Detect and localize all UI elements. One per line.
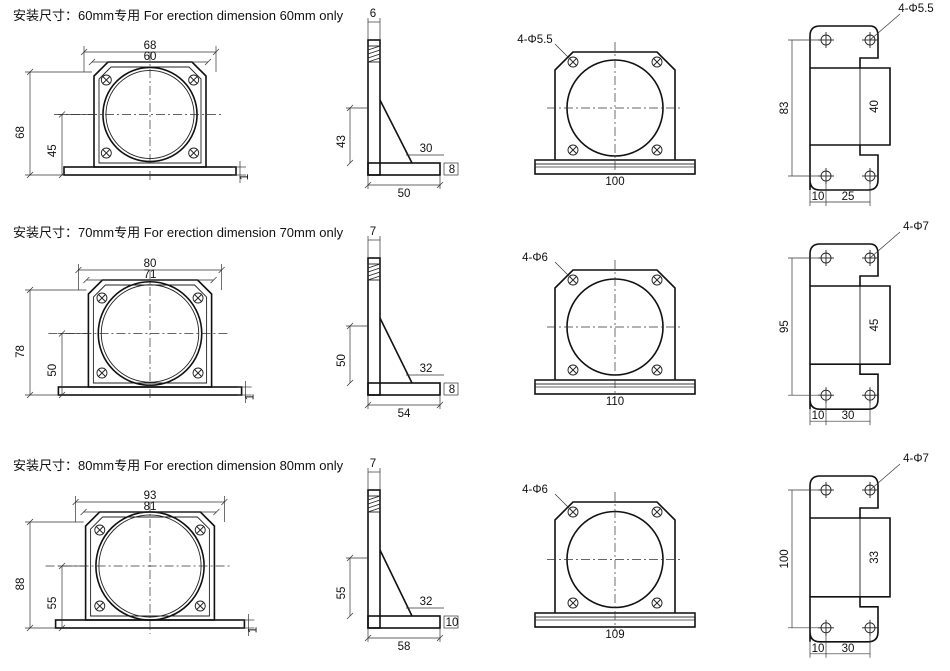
plate-edge-3: 10 bbox=[812, 643, 825, 655]
plate-slot-3: 33 bbox=[869, 551, 881, 564]
side-foot-thickness-1: 8 bbox=[449, 164, 455, 176]
front-inner-width-2: 71 bbox=[144, 269, 157, 281]
plate-height-1: 83 bbox=[779, 102, 791, 115]
front-base-thickness-1: 1 bbox=[239, 174, 251, 180]
plate-holes-3: 4-Φ7 bbox=[903, 453, 929, 465]
side-view-3: 7 55 32 10 58 bbox=[336, 458, 458, 653]
front-height-2: 78 bbox=[15, 345, 27, 358]
front-inner-width-3: 81 bbox=[144, 501, 157, 513]
side-foot-thickness-2: 8 bbox=[449, 384, 455, 396]
side-foot-length-3: 32 bbox=[420, 596, 433, 608]
front-center-height-3: 55 bbox=[47, 597, 59, 610]
row-3-heading: 安装尺寸：80mm专用 For erection dimension 80mm … bbox=[13, 458, 344, 473]
row-2-heading: 安装尺寸：70mm专用 For erection dimension 70mm … bbox=[13, 225, 344, 240]
front-outer-width-2: 80 bbox=[144, 258, 157, 270]
front-base-thickness-3: 1 bbox=[247, 627, 259, 633]
side-view-1: 6 43 30 8 50 bbox=[336, 8, 459, 200]
top-view-1: 4-Φ5.5 100 bbox=[517, 34, 696, 188]
top-holes-2: 4-Φ6 bbox=[522, 252, 548, 264]
plate-spacing-1: 25 bbox=[842, 191, 855, 203]
front-outer-width-3: 93 bbox=[144, 490, 157, 502]
side-base-length-2: 54 bbox=[398, 408, 411, 420]
plate-holes-1: 4-Φ5.5 bbox=[898, 3, 933, 15]
front-height-3: 88 bbox=[15, 578, 27, 591]
side-plate-thickness-1: 6 bbox=[370, 8, 376, 20]
side-base-length-1: 50 bbox=[398, 188, 411, 200]
row-1-heading: 安装尺寸：60mm专用 For erection dimension 60mm … bbox=[13, 8, 344, 23]
plate-spacing-2: 30 bbox=[842, 410, 855, 422]
side-foot-thickness-3: 10 bbox=[446, 617, 459, 629]
top-width-2: 110 bbox=[606, 396, 624, 408]
plate-edge-1: 10 bbox=[812, 191, 825, 203]
plate-spacing-3: 30 bbox=[842, 643, 855, 655]
plate-view-2: 4-Φ7 95 45 10 30 bbox=[779, 221, 929, 426]
side-height-1: 43 bbox=[336, 135, 348, 148]
front-outer-width-1: 68 bbox=[144, 40, 157, 52]
side-height-3: 55 bbox=[336, 587, 348, 600]
top-holes-3: 4-Φ6 bbox=[522, 484, 548, 496]
front-inner-width-1: 60 bbox=[144, 51, 157, 63]
front-height-1: 68 bbox=[15, 126, 27, 139]
side-height-2: 50 bbox=[336, 354, 348, 367]
front-center-height-2: 50 bbox=[47, 364, 59, 377]
side-foot-length-2: 32 bbox=[420, 363, 433, 375]
side-base-length-3: 58 bbox=[398, 641, 411, 653]
side-plate-thickness-3: 7 bbox=[370, 458, 376, 470]
front-center-height-1: 45 bbox=[47, 144, 59, 157]
top-width-1: 100 bbox=[605, 176, 624, 188]
plate-slot-2: 45 bbox=[869, 319, 881, 332]
top-width-3: 109 bbox=[605, 629, 624, 641]
top-holes-1: 4-Φ5.5 bbox=[517, 34, 552, 46]
plate-view-3: 4-Φ7 100 33 10 30 bbox=[779, 453, 929, 658]
plate-edge-2: 10 bbox=[812, 410, 825, 422]
top-view-2: 4-Φ6 110 bbox=[522, 252, 696, 408]
plate-slot-1: 40 bbox=[869, 100, 881, 113]
plate-view-1: 4-Φ5.5 83 40 10 25 bbox=[779, 3, 934, 206]
front-base-thickness-2: 1 bbox=[245, 394, 257, 400]
side-foot-length-1: 30 bbox=[420, 143, 433, 155]
plate-height-3: 100 bbox=[779, 549, 791, 568]
plate-height-2: 95 bbox=[779, 320, 791, 333]
side-view-2: 7 50 32 8 54 bbox=[336, 226, 459, 420]
side-plate-thickness-2: 7 bbox=[370, 226, 376, 238]
top-view-3: 4-Φ6 109 bbox=[522, 484, 696, 641]
plate-holes-2: 4-Φ7 bbox=[903, 221, 929, 233]
